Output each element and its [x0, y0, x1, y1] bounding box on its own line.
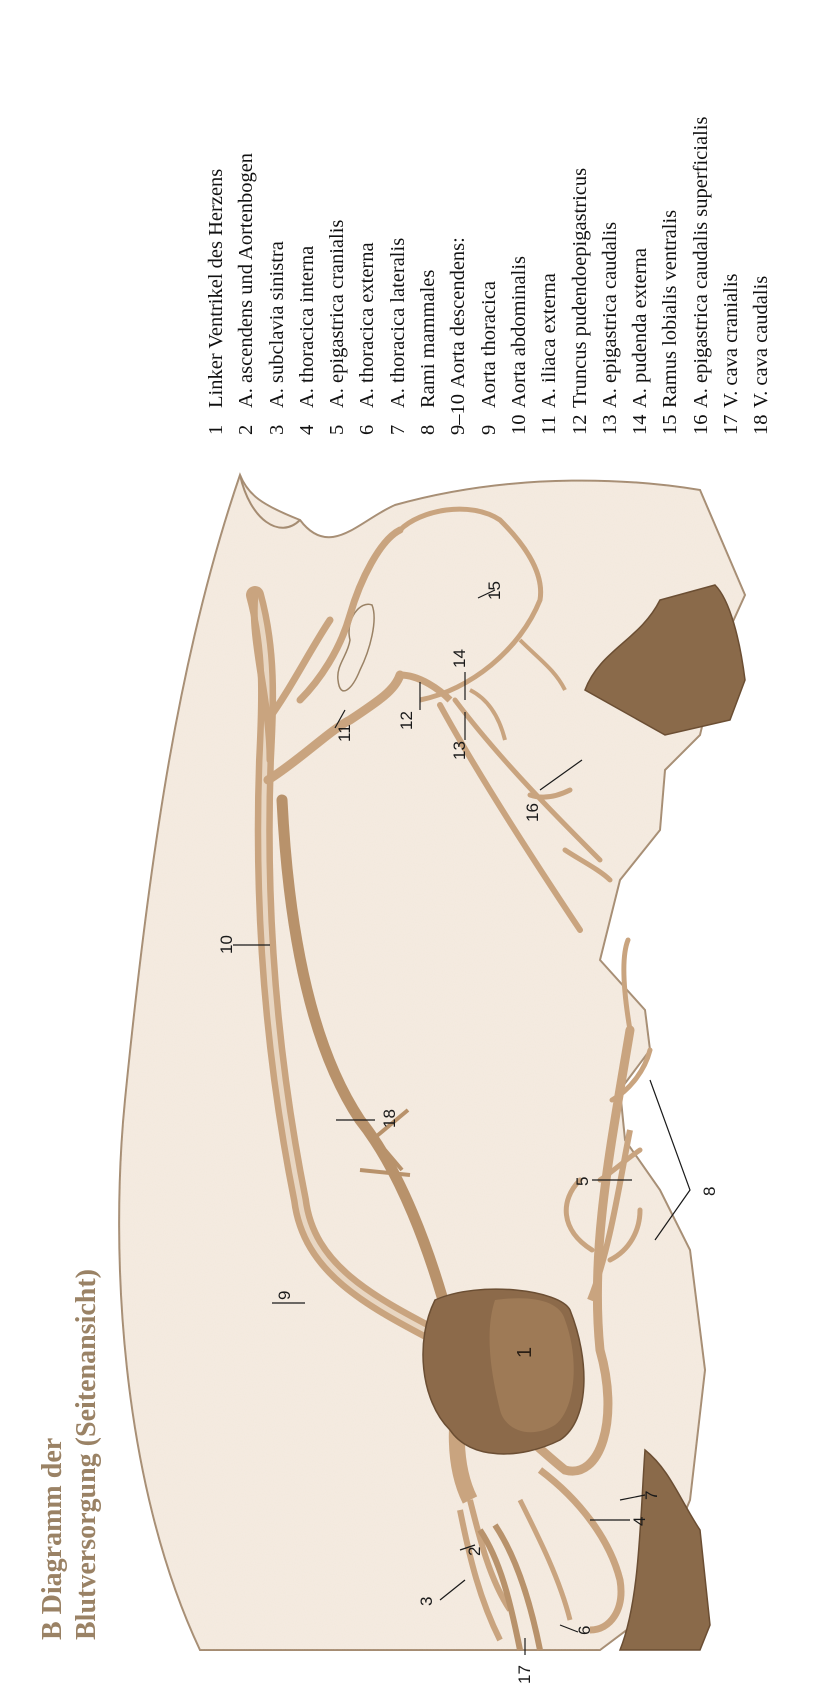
legend-item-text: Aorta descendens: — [443, 237, 473, 388]
legend-item-number: 4 — [292, 408, 322, 435]
legend-item-text: A. epigastrica caudalis superficialis — [686, 117, 716, 408]
legend-item-text: Rami mammales — [413, 270, 443, 408]
legend-item: 2A. ascendens und Aortenbogen — [231, 35, 261, 435]
legend-item-number: 8 — [413, 408, 443, 435]
legend-item-text: A. pudenda externa — [625, 248, 655, 408]
callout-12-label: 12 — [397, 711, 416, 730]
callout-2-label: 2 — [465, 1547, 484, 1556]
legend-item-number: 7 — [383, 408, 413, 435]
callout-9-label: 9 — [275, 1291, 294, 1300]
legend-item-text: V. cava cranialis — [716, 273, 746, 408]
legend-item-text: A. epigastrica caudalis — [595, 222, 625, 408]
legend-item-text: Ramus lobialis ventralis — [655, 210, 685, 408]
callout-18-label: 18 — [380, 1109, 399, 1128]
legend-item-text: A. thoracica lateralis — [383, 238, 413, 408]
callout-13-label: 13 — [450, 741, 469, 760]
callout-17-label: 17 — [515, 1665, 534, 1684]
legend-item-number: 16 — [686, 408, 716, 435]
legend-item-number: 1 — [201, 408, 231, 435]
legend-item-number: 15 — [655, 408, 685, 435]
legend-item-text: Linker Ventrikel des Herzens — [201, 169, 231, 408]
callout-6-label: 6 — [575, 1626, 594, 1635]
legend-item-number: 14 — [625, 408, 655, 435]
callout-14-label: 14 — [450, 649, 469, 668]
legend-item-number: 3 — [262, 408, 292, 435]
legend-item-text: Truncus pudendoepigastricus — [565, 168, 595, 408]
legend-item: 9–10 Aorta descendens: — [443, 35, 473, 435]
heart-left-ventricle — [490, 1298, 574, 1432]
legend-item-number: 9 — [474, 408, 504, 435]
legend-item-text: Aorta thoracica — [474, 281, 504, 408]
callout-5-label: 5 — [573, 1177, 592, 1186]
callout-1-label: 1 — [514, 1347, 536, 1358]
legend-item: 12Truncus pudendoepigastricus — [565, 35, 595, 435]
callout-11-label: 11 — [335, 724, 354, 742]
legend-item-text: A. iliaca externa — [534, 273, 564, 408]
legend-item: 7A. thoracica lateralis — [383, 35, 413, 435]
callout-15-label: 15 — [485, 581, 504, 600]
legend-item-text: A. subclavia sinistra — [262, 241, 292, 408]
legend-item-number: 9–10 — [443, 394, 473, 435]
legend-item-number: 11 — [534, 408, 564, 435]
callout-16-label: 16 — [523, 803, 542, 822]
legend-item-text: A. ascendens und Aortenbogen — [231, 153, 261, 408]
callout-1: 1 — [514, 1347, 536, 1358]
legend-item-number: 5 — [322, 408, 352, 435]
legend-item-text: V. cava caudalis — [746, 276, 776, 408]
callout-3-label: 3 — [417, 1597, 436, 1606]
legend-item-number: 17 — [716, 408, 746, 435]
callout-4-label: 4 — [630, 1517, 649, 1526]
legend-item-number: 13 — [595, 408, 625, 435]
legend-item-text: A. epigastrica cranialis — [322, 220, 352, 408]
legend-item-text: A. thoracica interna — [292, 246, 322, 408]
legend-item-number: 18 — [746, 408, 776, 435]
legend-item-number: 2 — [231, 408, 261, 435]
callout-8-label: 8 — [700, 1187, 719, 1196]
legend-item-text: A. thoracica externa — [352, 242, 382, 408]
callout-7-label: 7 — [642, 1491, 661, 1500]
legend-item-text: Aorta abdominalis — [504, 256, 534, 408]
legend-item-number: 6 — [352, 408, 382, 435]
legend-item-number: 10 — [504, 408, 534, 435]
callout-10-label: 10 — [217, 935, 236, 954]
legend-item-number: 12 — [565, 408, 595, 435]
